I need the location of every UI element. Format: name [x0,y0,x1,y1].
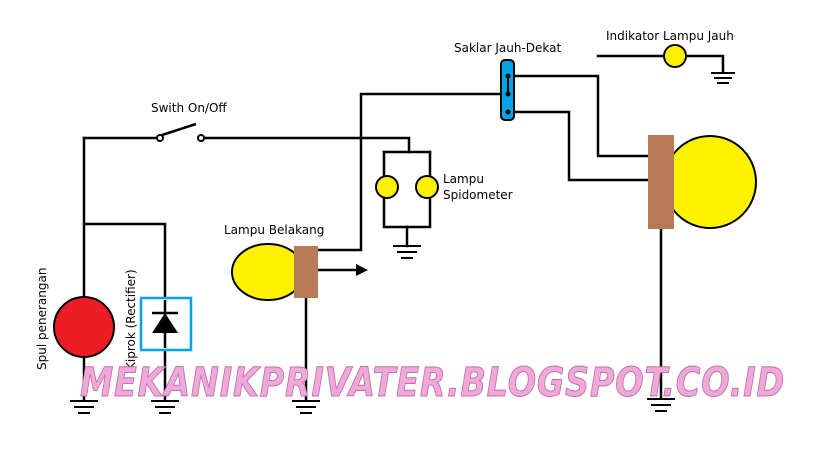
headlamp [648,135,757,229]
wire-low-beam [512,110,650,182]
wire-switch-out [199,136,411,154]
wire-speedo-legs-top [382,150,432,178]
rear-lamp-label: Lampu Belakang [224,223,324,237]
wire-high-beam [512,74,650,158]
lighting-coil-label: Spul penerangan [35,268,49,370]
indicator-label: Indikator Lampu Jauh [606,29,734,43]
rectifier [139,296,193,352]
ground-icon [647,398,675,412]
rectifier-label: Kiprok (Rectifier) [124,269,138,370]
wire-speedo-legs-bottom [382,196,432,229]
switch-label: Swith On/Off [151,101,227,115]
wire-to-dimmer [359,92,502,140]
diode-icon [152,313,178,333]
dimmer-switch-label: Saklar Jauh-Dekat [454,41,562,55]
wire-rear-lamp [316,136,363,252]
lighting-coil [53,296,115,358]
wire-to-rectifier [82,222,167,302]
on-off-switch [156,122,205,142]
dimmer-switch [500,59,515,121]
ground-icon [151,400,179,414]
high-beam-indicator-lamp [663,44,687,68]
ground-icon [711,72,735,84]
speedo-lamp-label-2: Spidometer [443,188,513,202]
rear-lamp [231,243,368,301]
ground-symbols [70,72,735,414]
speedo-lamp-label-1: Lampu [443,172,484,186]
ground-icon [70,400,98,414]
watermark: MEKANIKPRIVATER.BLOGSPOT.CO.ID [80,360,785,406]
wires [82,54,725,402]
speedometer-lamps [375,175,439,199]
ground-icon [292,400,320,414]
arrow-right-icon [356,264,368,276]
wire-indicator-ground [684,54,725,74]
ground-icon [393,245,421,259]
